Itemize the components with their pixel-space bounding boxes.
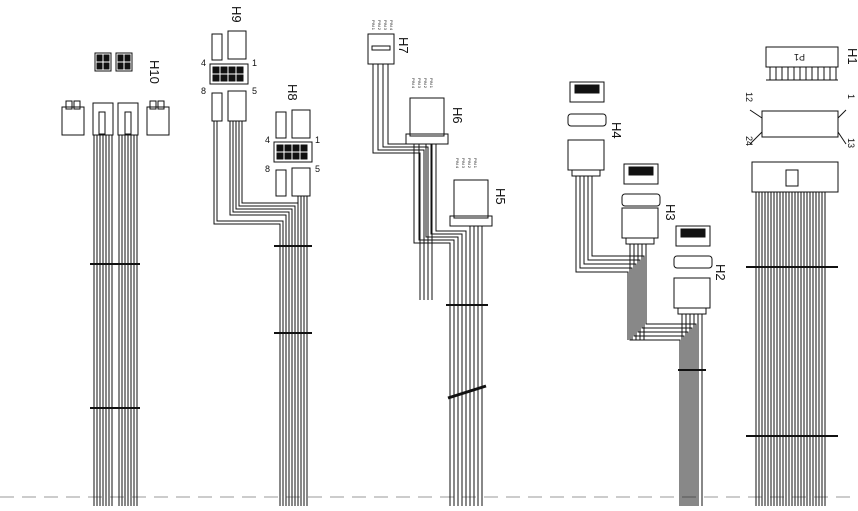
h1-assembly: P1 H1 12 24 1 13 bbox=[744, 46, 858, 506]
h8-pin-face bbox=[273, 141, 313, 163]
h10-pin-face-left bbox=[94, 52, 112, 72]
h7-wires bbox=[372, 64, 433, 300]
h3-assembly: H3 bbox=[621, 163, 697, 506]
h2-wires bbox=[678, 314, 706, 506]
h7-assembly: PIN 1 PIN 2 PIN 3 PIN 4 H7 bbox=[367, 20, 433, 300]
h9-pin8-label: 8 bbox=[201, 86, 206, 96]
svg-text:PIN 3: PIN 3 bbox=[417, 78, 422, 89]
svg-text:PIN 3: PIN 3 bbox=[461, 158, 466, 169]
h7-label: H7 bbox=[396, 37, 411, 54]
h8-pin8-label: 8 bbox=[265, 164, 270, 174]
h8-pin1-label: 1 bbox=[315, 135, 320, 145]
h6-wires bbox=[413, 144, 467, 506]
p1-label: P1 bbox=[794, 52, 805, 62]
svg-text:PIN 2: PIN 2 bbox=[467, 158, 472, 169]
h9-assembly: H9 4 8 1 5 bbox=[201, 6, 299, 506]
svg-text:PIN 3: PIN 3 bbox=[383, 20, 388, 31]
h6-assembly: PIN 4 PIN 3 PIN 2 PIN 1 H6 bbox=[405, 78, 467, 506]
h8-pin5-label: 5 bbox=[315, 164, 320, 174]
svg-text:PIN 1: PIN 1 bbox=[429, 78, 434, 89]
svg-text:PIN 4: PIN 4 bbox=[411, 78, 416, 89]
h8-assembly: H8 4 8 1 5 bbox=[265, 84, 320, 506]
h7-pin-labels: PIN 1 PIN 2 PIN 3 PIN 4 bbox=[371, 20, 394, 31]
h2-label: H2 bbox=[713, 264, 728, 281]
h3-wires bbox=[629, 244, 697, 506]
h2-assembly: H2 bbox=[673, 225, 728, 506]
h1-label: H1 bbox=[845, 48, 858, 65]
h10-wires bbox=[90, 135, 140, 506]
h1-pin-face bbox=[761, 110, 839, 138]
h8-pin4-label: 4 bbox=[265, 135, 270, 145]
h5-assembly: PIN 4 PIN 3 PIN 2 PIN 1 H5 bbox=[446, 158, 508, 506]
svg-text:PIN 1: PIN 1 bbox=[371, 20, 376, 31]
h10-assembly: H10 bbox=[61, 52, 170, 506]
h1-top-pins bbox=[766, 67, 838, 81]
h4-assembly: H4 bbox=[567, 81, 645, 340]
h8-wires bbox=[274, 196, 312, 506]
h9-pin1-label: 1 bbox=[252, 58, 257, 68]
atx-pin12-label: 12 bbox=[744, 92, 754, 102]
h10-label: H10 bbox=[147, 60, 162, 84]
svg-text:PIN 1: PIN 1 bbox=[473, 158, 478, 169]
h3-label: H3 bbox=[663, 204, 678, 221]
h9-wires bbox=[213, 121, 299, 506]
h9-pin5-label: 5 bbox=[252, 86, 257, 96]
atx-pin1-label: 1 bbox=[846, 94, 856, 99]
h9-label: H9 bbox=[229, 6, 244, 23]
h4-label: H4 bbox=[609, 122, 624, 139]
atx-pin13-label: 13 bbox=[846, 138, 856, 148]
svg-text:PIN 2: PIN 2 bbox=[377, 20, 382, 31]
h9-pin4-label: 4 bbox=[201, 58, 206, 68]
svg-text:PIN 4: PIN 4 bbox=[455, 158, 460, 169]
h8-label: H8 bbox=[285, 84, 300, 101]
h4-wires bbox=[575, 176, 645, 340]
h5-wires bbox=[446, 226, 488, 506]
h10-connector-heads bbox=[61, 100, 170, 136]
h10-pin-face-right bbox=[115, 52, 133, 72]
atx-pin24-label: 24 bbox=[744, 136, 754, 146]
h5-pin-labels: PIN 4 PIN 3 PIN 2 PIN 1 bbox=[455, 158, 478, 169]
h5-label: H5 bbox=[493, 188, 508, 205]
h6-pin-labels: PIN 4 PIN 3 PIN 2 PIN 1 bbox=[411, 78, 434, 89]
svg-text:PIN 2: PIN 2 bbox=[423, 78, 428, 89]
h1-wires bbox=[746, 192, 838, 506]
svg-text:PIN 4: PIN 4 bbox=[389, 20, 394, 31]
h9-pin-face bbox=[209, 63, 249, 85]
h6-label: H6 bbox=[450, 107, 465, 124]
